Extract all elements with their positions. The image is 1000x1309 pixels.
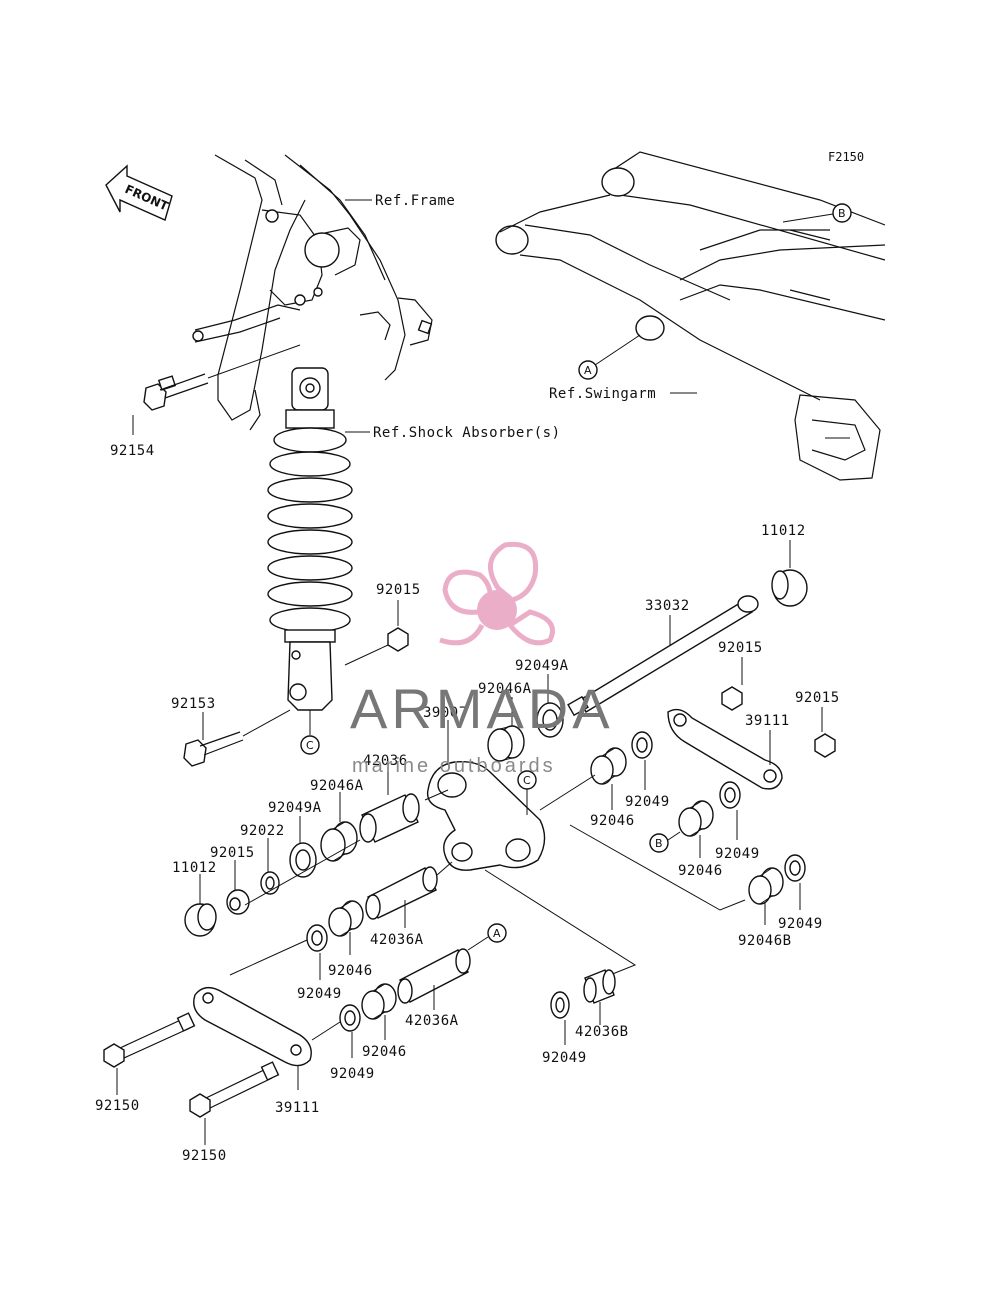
label-92046-l2: 92046: [362, 1044, 407, 1060]
callout-c-center-label: C: [523, 774, 531, 787]
label-92049-r1: 92049: [625, 794, 670, 810]
label-92153: 92153: [171, 696, 216, 712]
frame-drawing: [192, 154, 433, 431]
callout-c-shock-label: C: [306, 739, 314, 752]
label-39111-left: 39111: [275, 1100, 320, 1116]
watermark-subtitle: marine outboards: [352, 755, 556, 777]
callout-b-center: [649, 833, 669, 853]
callout-b-swingarm: [832, 203, 852, 223]
bearing-92046-l2: [361, 983, 397, 1020]
washer-92049-l1: [306, 924, 328, 952]
label-92049A-left: 92049A: [268, 800, 322, 816]
label-92046A-left: 92046A: [310, 778, 364, 794]
link-rod-39111-left: [193, 987, 312, 1067]
label-92049A-top: 92049A: [515, 658, 569, 674]
nut-92015-shock: [387, 627, 409, 652]
sleeve-42036A-mid: [365, 866, 438, 920]
label-92046B: 92046B: [738, 933, 792, 949]
bearing-92046A-top: [487, 725, 525, 762]
label-92046-r1: 92046: [590, 813, 635, 829]
label-92154: 92154: [110, 443, 155, 459]
label-92049-r2: 92049: [715, 846, 760, 862]
label-11012-top: 11012: [761, 523, 806, 539]
ref-shock-label: Ref.Shock Absorber(s): [373, 425, 561, 441]
label-92046A-top: 92046A: [478, 681, 532, 697]
sleeve-42036A-low: [397, 948, 471, 1004]
figure-code: F2150: [828, 150, 864, 164]
sleeve-42036: [359, 793, 420, 843]
cap-11012-top: [771, 569, 808, 607]
label-92049-r3: 92049: [778, 916, 823, 932]
washer-92049-r1: [631, 731, 653, 759]
label-92015-a: 92015: [376, 582, 421, 598]
label-42036A-low: 42036A: [405, 1013, 459, 1029]
label-92015-b: 92015: [718, 640, 763, 656]
label-92015-d: 92015: [210, 845, 255, 861]
ref-swingarm-label: Ref.Swingarm: [549, 386, 656, 402]
front-arrow-icon: FRONT: [105, 164, 173, 221]
callout-a-center: [487, 923, 507, 943]
label-39007: 39007: [423, 705, 468, 721]
bearing-92046B: [748, 867, 784, 905]
link-rod-39111-right: [667, 708, 783, 790]
nut-92015-left: [226, 889, 250, 915]
label-92150-a: 92150: [95, 1098, 140, 1114]
washer-92022: [260, 871, 280, 895]
washer-92049-r3: [784, 854, 806, 882]
label-92015-c: 92015: [795, 690, 840, 706]
label-92049-l1: 92049: [297, 986, 342, 1002]
callout-a-swingarm-label: A: [584, 364, 592, 377]
armada-logo-watermark: [439, 541, 555, 646]
label-33032: 33032: [645, 598, 690, 614]
label-42036A-mid: 42036A: [370, 932, 424, 948]
swingarm-drawing: [495, 151, 886, 481]
sleeve-42036B: [583, 969, 616, 1004]
bearing-92046-r1: [590, 747, 627, 785]
bearing-92046-l1: [328, 900, 364, 937]
label-39111-right: 39111: [745, 713, 790, 729]
callout-a-swingarm: [578, 360, 598, 380]
callout-c-shock: [300, 735, 320, 755]
cap-11012-left: [184, 903, 217, 937]
bolt-92154: [143, 344, 301, 411]
label-92049-low: 92049: [542, 1050, 587, 1066]
watermark-title: ARMADA: [350, 677, 614, 740]
callout-b-swingarm-label: B: [838, 207, 846, 220]
washer-92049-low: [550, 991, 570, 1019]
label-92049-l2: 92049: [330, 1066, 375, 1082]
label-11012-left: 11012: [172, 860, 217, 876]
bearing-92046A-left: [320, 821, 358, 862]
label-92046-l1: 92046: [328, 963, 373, 979]
label-92150-b: 92150: [182, 1148, 227, 1164]
nut-92015-right1: [721, 686, 743, 711]
callout-b-center-label: B: [655, 837, 663, 850]
shaft-33032: [567, 595, 759, 717]
bolt-92150-b: [189, 1061, 280, 1118]
label-92046-r2: 92046: [678, 863, 723, 879]
bolt-92153: [183, 709, 291, 767]
nut-92015-right2: [814, 733, 836, 758]
bolt-92150-a: [103, 1012, 196, 1068]
washer-92049A-top: [536, 702, 564, 738]
shock-absorber-drawing: [267, 367, 353, 735]
label-42036: 42036: [363, 753, 408, 769]
label-92022: 92022: [240, 823, 285, 839]
callout-a-center-label: A: [493, 927, 501, 940]
bearing-92046-r2: [678, 800, 714, 837]
washer-92049-l2: [339, 1004, 361, 1032]
label-42036B: 42036B: [575, 1024, 629, 1040]
washer-92049-r2: [719, 781, 741, 809]
ref-frame-label: Ref.Frame: [375, 193, 455, 209]
